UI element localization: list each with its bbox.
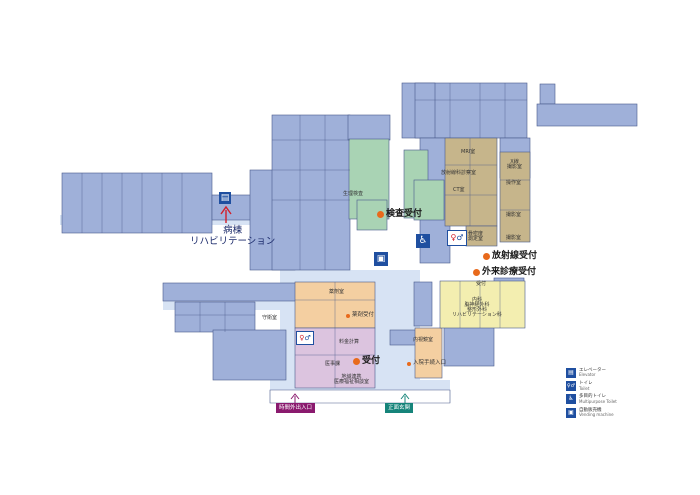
reception-dot-icon bbox=[407, 361, 411, 366]
room-label: 撮影室 bbox=[506, 235, 522, 241]
reception-dot-icon bbox=[473, 269, 480, 276]
time-outside-entrance[interactable]: 時間外出入口 bbox=[276, 403, 316, 413]
room-label: 撮影室 bbox=[506, 212, 522, 218]
vending-icon: ▣ bbox=[374, 252, 388, 266]
room-label: 医事課 bbox=[325, 361, 341, 367]
reception-dot-icon bbox=[483, 253, 490, 260]
reception-dot-icon bbox=[353, 358, 360, 365]
ward-label: 病棟 リハビリテーション bbox=[190, 225, 276, 248]
nyuin-entrance-label: 入院手続入口 bbox=[407, 360, 446, 367]
ward-label-text: 病棟 リハビリテーション bbox=[190, 225, 276, 247]
room-label: 地域連携 医療福祉相談室 bbox=[334, 374, 370, 385]
room-label: 生理検査 bbox=[343, 191, 364, 197]
arrows bbox=[220, 205, 410, 404]
pharmacy-reception[interactable]: 薬剤受付 bbox=[346, 312, 374, 319]
room-label: 料金計算 bbox=[339, 339, 360, 345]
outer-wall bbox=[269, 389, 451, 404]
room-label: X線 撮影室 bbox=[507, 159, 523, 170]
reception-dot-icon bbox=[377, 211, 384, 218]
room-divisions bbox=[81, 83, 530, 388]
room-label: CT室 bbox=[453, 187, 465, 193]
reception-dot-icon bbox=[346, 313, 350, 318]
restroom-icon: ♀♂ bbox=[447, 230, 467, 246]
wheelchair-icon: ♿ bbox=[416, 234, 430, 248]
hoshasen-reception[interactable]: 放射線受付 bbox=[483, 252, 537, 261]
room-label: 内科 脳神経外科 整形外科 リハビリテーション科 bbox=[452, 297, 502, 318]
room-label: 放射線科診察室 bbox=[441, 170, 477, 176]
room-label: 薬剤室 bbox=[329, 289, 345, 295]
green-rooms bbox=[348, 138, 445, 231]
room-label: 内視鏡室 bbox=[413, 337, 434, 343]
tan-rooms bbox=[444, 137, 531, 247]
room-label: 守衛室 bbox=[262, 315, 278, 321]
vending-icon: ▣ bbox=[566, 407, 576, 418]
yellow-rooms bbox=[439, 280, 526, 329]
room-label: 受付 bbox=[476, 281, 487, 287]
wheelchair-icon: ♿ bbox=[566, 394, 576, 405]
kensa-reception[interactable]: 検査受付 bbox=[377, 210, 422, 219]
main-reception[interactable]: 受付 bbox=[353, 357, 380, 366]
main-entrance[interactable]: 正面玄関 bbox=[385, 403, 414, 413]
elevator-icon: ▤ bbox=[566, 368, 576, 378]
elevator-icon: ▤ bbox=[219, 192, 231, 204]
room-label: 操作室 bbox=[506, 180, 522, 186]
room-label: 骨密度 測定室 bbox=[468, 231, 484, 242]
restroom-icon: ♀♂ bbox=[566, 381, 576, 392]
restroom-icon: ♀♂ bbox=[296, 331, 314, 345]
gairai-reception[interactable]: 外来診療受付 bbox=[473, 268, 536, 277]
room-label: MRI室 bbox=[461, 149, 476, 155]
